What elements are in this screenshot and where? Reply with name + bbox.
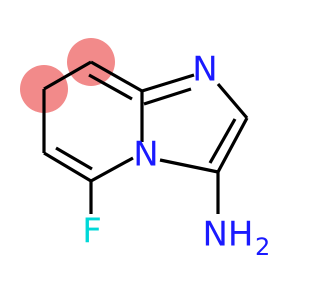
- nitrogen-label-ring: N: [192, 50, 217, 90]
- bond-c8-c8a: [90, 60, 143, 93]
- amine-label: NH: [203, 215, 254, 255]
- bond-c5-n4: [90, 156, 134, 183]
- molecule-canvas: N N F NH 2: [20, 38, 271, 261]
- molecule-structure: N N F NH 2: [20, 38, 270, 261]
- bond-c6-c5-inner: [55, 146, 93, 171]
- bond-c8-c8a-inner: [88, 73, 133, 101]
- nitrogen-label-bridge: N: [133, 135, 158, 175]
- bond-c6-c5: [43, 151, 92, 183]
- bond-c2-c3: [216, 117, 249, 173]
- fluorine-label: F: [82, 212, 102, 252]
- bond-c8a-n1-inner: [143, 87, 192, 106]
- amine-subscript-label: 2: [255, 233, 270, 261]
- bond-n1-c2: [216, 82, 249, 120]
- bond-c8-c7: [43, 60, 92, 91]
- bond-c8a-n1: [141, 73, 195, 93]
- bond-c3-n4: [159, 158, 219, 174]
- bond-c2-c3-inner: [208, 118, 237, 164]
